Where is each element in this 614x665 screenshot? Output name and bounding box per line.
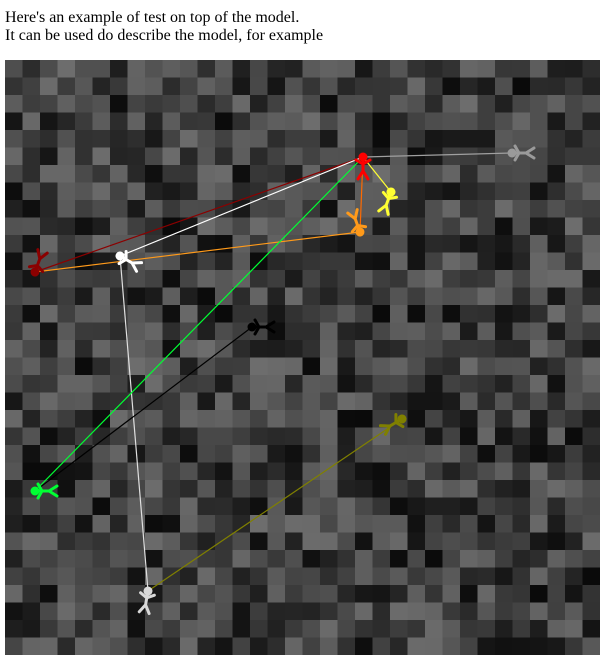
model-caption: Here's an example of test on top of the … (5, 9, 605, 45)
link-lightgray-to-olive (147, 418, 403, 592)
figure-yellow-person-icon[interactable] (377, 185, 399, 216)
figure-lightgray-person-icon[interactable] (137, 585, 156, 616)
figure-orange-person-icon[interactable] (346, 208, 368, 239)
figure-red-person-icon[interactable] (354, 152, 372, 181)
link-darkred-to-orange (34, 231, 361, 273)
caption-line-2: It can be used do describe the model, fo… (5, 27, 324, 44)
link-darkred-to-red (34, 156, 364, 273)
figures-layer (27, 144, 536, 616)
figure-olive-person-icon[interactable] (378, 411, 409, 436)
link-lines (34, 152, 513, 592)
link-white-to-lightgray (119, 255, 149, 592)
model-viewport[interactable] (5, 60, 600, 655)
figure-black-person-icon[interactable] (247, 318, 276, 336)
figure-network-overlay (27, 144, 536, 616)
pixel-noise-background (5, 60, 600, 655)
link-gray-to-red (362, 152, 513, 158)
caption-line-1: Here's an example of test on top of the … (5, 9, 300, 26)
figure-green-person-icon[interactable] (30, 482, 59, 500)
figure-darkred-person-icon[interactable] (27, 248, 49, 279)
link-white-to-red (119, 156, 364, 257)
link-green-to-red (34, 156, 364, 492)
figure-white-person-icon[interactable] (113, 248, 144, 273)
figure-gray-person-icon[interactable] (507, 144, 536, 162)
link-green-to-black (34, 326, 253, 492)
